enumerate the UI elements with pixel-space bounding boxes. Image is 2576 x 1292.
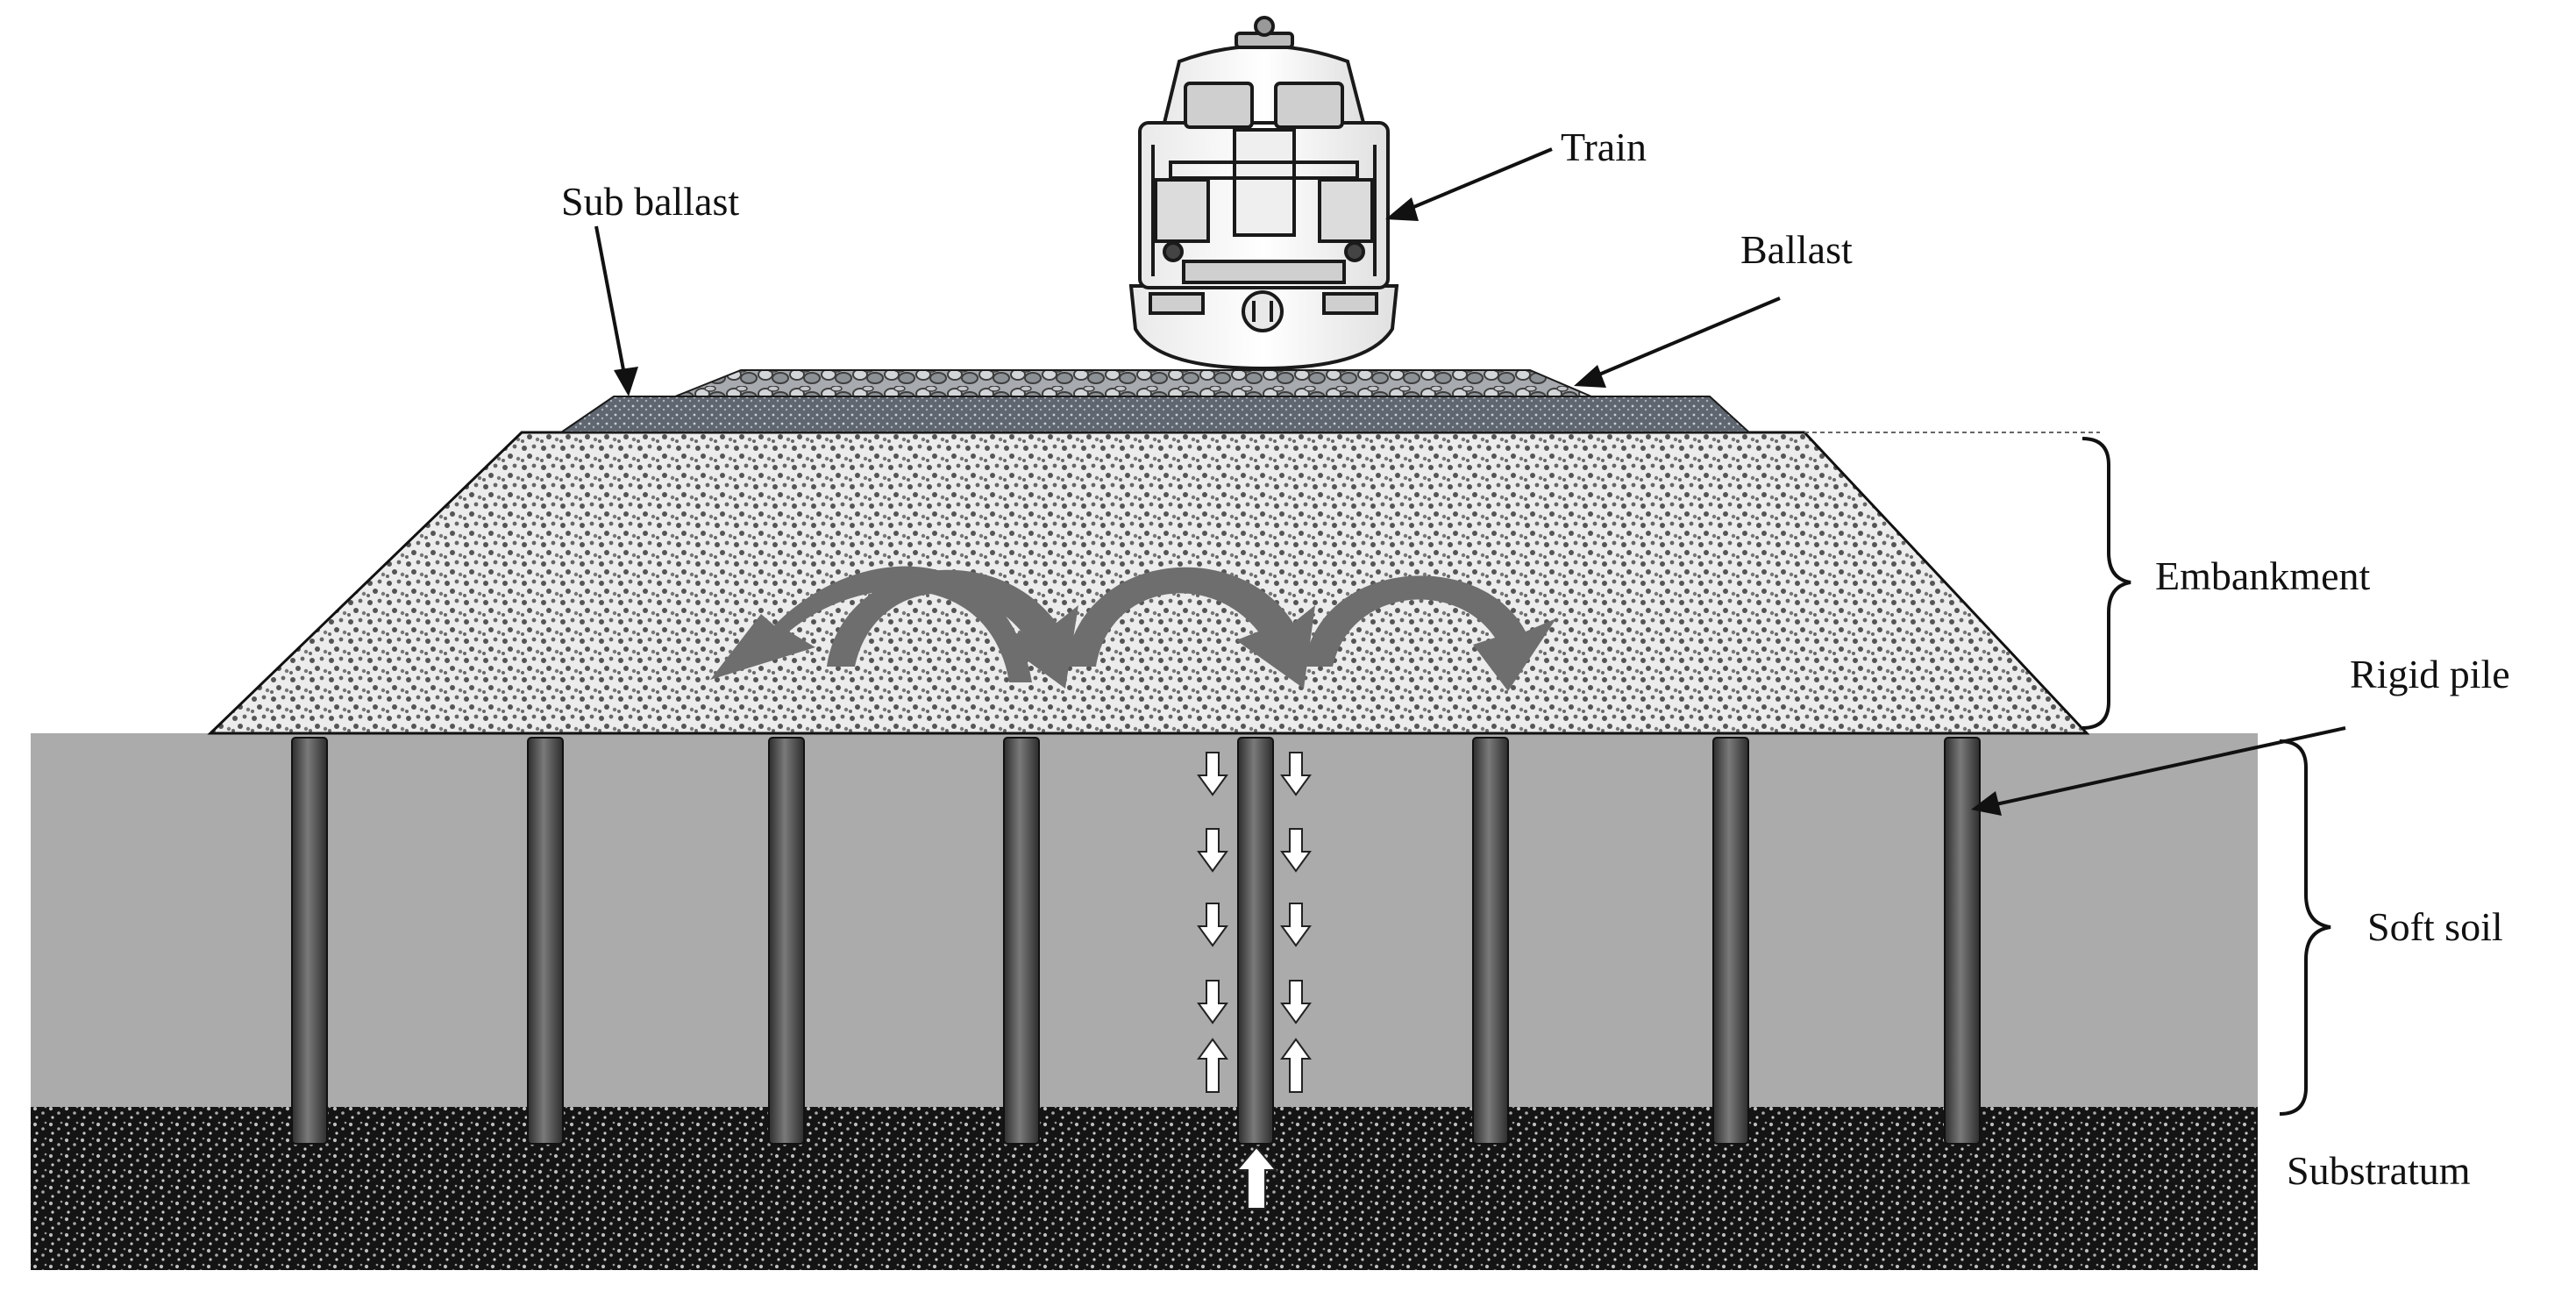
pile-4 [1003, 737, 1040, 1145]
pile-7 [1712, 737, 1749, 1145]
arching-arrow-2 [827, 569, 1078, 689]
label-arrows [594, 147, 2346, 816]
train-grille [1182, 260, 1346, 284]
down-arrow-right-2 [1280, 828, 1312, 873]
pile-5 [1237, 737, 1274, 1145]
down-arrow-right-1 [1280, 752, 1312, 796]
train-plate-left [1149, 292, 1205, 315]
rigid-pile-arrowhead [1971, 791, 2002, 816]
down-arrow-right-3 [1280, 903, 1312, 947]
soft-soil-layer [31, 733, 2258, 1107]
train-icon [1128, 16, 1399, 371]
train-window-left [1184, 82, 1254, 129]
train-step-left [1154, 178, 1210, 243]
soft-soil-brace [2279, 739, 2331, 1116]
train-window-right [1274, 82, 1344, 129]
pile-8 [1944, 737, 1981, 1145]
substratum-layer [31, 1107, 2258, 1270]
pile-2 [527, 737, 564, 1145]
ballast-layer [674, 369, 1592, 397]
up-arrow-left [1197, 1038, 1228, 1093]
ballast-arrowhead [1574, 365, 1606, 388]
pile-3 [768, 737, 805, 1145]
layer-braces [2081, 437, 2331, 1116]
arching-arrow-3 [1065, 567, 1315, 689]
rigid-pile-label: Rigid pile [2350, 652, 2510, 696]
train-headlight-right [1344, 241, 1365, 262]
train-arrow [1400, 147, 1553, 214]
train-arrowhead [1385, 197, 1419, 221]
down-arrow-left-1 [1197, 752, 1228, 796]
sub-ballast-arrowhead [614, 367, 638, 396]
embankment-label: Embankment [2155, 553, 2370, 598]
train-horn [1254, 16, 1275, 37]
substratum-label: Substratum [2287, 1148, 2471, 1193]
soft-soil-label: Soft soil [2367, 904, 2503, 949]
train-coupler [1242, 290, 1284, 332]
down-arrow-left-4 [1197, 980, 1228, 1024]
down-arrow-right-4 [1280, 980, 1312, 1024]
train-step-right [1318, 178, 1374, 243]
pile-tip-up-arrow [1235, 1146, 1278, 1210]
soil-arching-arrows [710, 566, 1556, 691]
down-arrow-left-2 [1197, 828, 1228, 873]
ballast-arrow [1588, 296, 1781, 381]
down-arrow-left-3 [1197, 903, 1228, 947]
train-plate-right [1322, 292, 1378, 315]
train-label: Train [1561, 125, 1647, 169]
sub-ballast-arrow [594, 225, 627, 380]
arching-arrow-4 [1304, 575, 1556, 691]
pile-friction-arrows [1197, 752, 1312, 1210]
sub-ballast-layer [558, 396, 1752, 433]
up-arrow-right [1280, 1038, 1312, 1093]
rigid-piles [291, 737, 1981, 1145]
ballast-label: Ballast [1740, 227, 1853, 272]
train-center-panel [1233, 128, 1296, 237]
pile-1 [291, 737, 328, 1145]
sub-ballast-label: Sub ballast [561, 179, 739, 224]
arching-arrow-1 [710, 566, 1032, 682]
train-handrail [1169, 161, 1359, 180]
pile-6 [1472, 737, 1509, 1145]
train-headlight-left [1163, 241, 1184, 262]
embankment-brace [2081, 437, 2131, 730]
